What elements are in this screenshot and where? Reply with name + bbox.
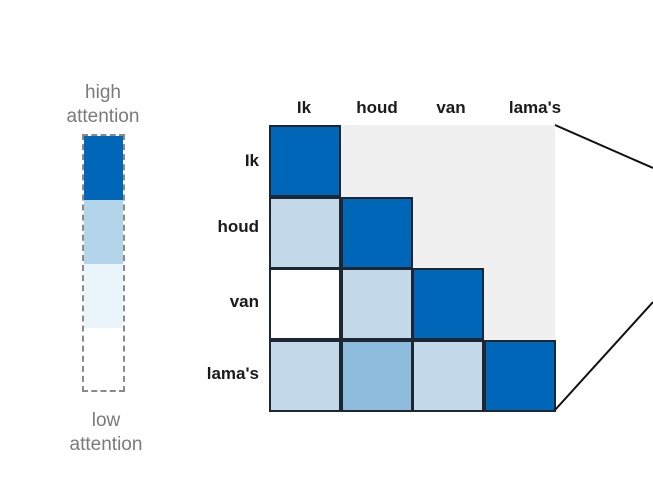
matrix-cell-r3-c3: [412, 268, 484, 340]
matrix-cell-r4-c1: [269, 340, 341, 412]
legend-segment-medium: [84, 200, 123, 264]
legend-color-scale: [82, 134, 125, 392]
matrix-cell-r3-c2: [341, 268, 413, 340]
column-label-2: houd: [356, 98, 398, 117]
legend-high-line2: attention: [66, 106, 140, 127]
legend-low-line1: low: [91, 410, 121, 431]
row-label-3: van: [229, 292, 259, 311]
matrix-cell-r4-c4: [484, 340, 556, 412]
legend-segment-low: [84, 264, 123, 328]
matrix-cell-r2-c2: [341, 197, 413, 269]
legend-low-label: low attention: [46, 409, 166, 457]
connector-line-top: [554, 124, 653, 169]
row-label-2: houd: [217, 217, 259, 236]
legend-low-line2: attention: [69, 434, 143, 455]
column-label-1: Ik: [296, 98, 312, 117]
matrix-cell-r1-c1: [269, 125, 341, 197]
legend-segment-high: [84, 136, 123, 200]
legend-high-line1: high: [85, 82, 121, 103]
matrix-cell-r4-c3: [412, 340, 484, 412]
connector-line-bottom: [554, 301, 653, 411]
legend-segment-none: [84, 328, 123, 390]
matrix-cell-r3-c1: [269, 268, 341, 340]
row-label-4: lama's: [206, 364, 259, 383]
column-label-3: van: [436, 98, 466, 117]
row-label-1: Ik: [244, 151, 259, 170]
column-label-4: lama's: [508, 98, 562, 117]
legend-high-label: high attention: [43, 81, 163, 129]
